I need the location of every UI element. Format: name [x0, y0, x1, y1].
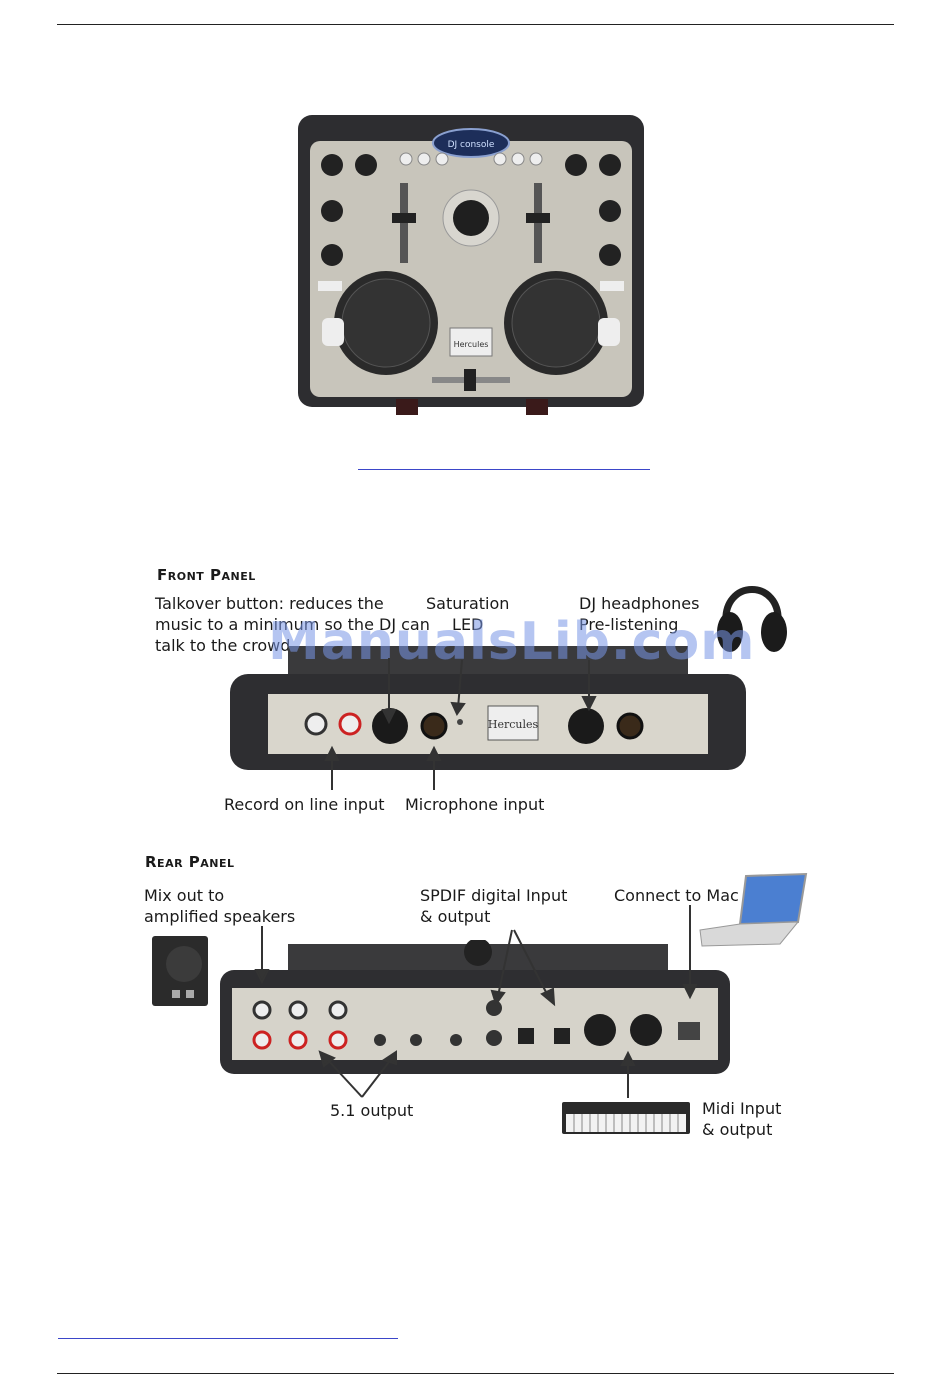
- record-callout: Record on line input: [224, 795, 385, 814]
- speaker-icon: [148, 934, 212, 1008]
- midi-keyboard-icon: [560, 1100, 692, 1136]
- headphones-icon: [716, 568, 788, 660]
- front-panel-photo: Hercules: [228, 644, 748, 774]
- svg-text:DJ console: DJ console: [448, 140, 495, 150]
- midi-callout: Midi Input & output: [702, 1098, 781, 1140]
- mac-callout: Connect to Mac: [614, 886, 739, 905]
- rear-panel-heading: Rear Panel: [145, 853, 235, 871]
- manualslib-watermark: ManualsLib.com: [268, 612, 756, 672]
- spdif-text: SPDIF digital Input & output: [420, 886, 568, 926]
- microphone-callout: Microphone input: [405, 795, 545, 814]
- bottom-rule: [57, 1373, 894, 1374]
- saturation-callout: Saturation LED: [426, 593, 509, 635]
- surround-callout: 5.1 output: [330, 1101, 414, 1120]
- front-brand-label: Hercules: [488, 718, 539, 731]
- spdif-callout: SPDIF digital Input & output: [420, 885, 567, 927]
- top-brand-label: Hercules: [454, 340, 489, 349]
- mix-out-text: Mix out to amplified speakers: [144, 886, 296, 926]
- midi-text: Midi Input & output: [702, 1099, 782, 1139]
- top-rule: [57, 24, 894, 25]
- saturation-text: Saturation LED: [426, 594, 510, 634]
- mix-out-callout: Mix out to amplified speakers: [144, 885, 295, 927]
- talkover-callout: Talkover button: reduces the music to a …: [155, 593, 430, 656]
- headphones-text: DJ headphones Pre-listening: [579, 594, 700, 634]
- headphones-callout: DJ headphones Pre-listening: [579, 593, 699, 635]
- image-link-underline[interactable]: [358, 469, 650, 470]
- rear-panel-photo: [218, 938, 732, 1080]
- dj-console-top-photo: DJ console Hercules: [296, 113, 646, 418]
- front-panel-heading: Front Panel: [157, 566, 256, 584]
- talkover-text: Talkover button: reduces the music to a …: [155, 594, 430, 655]
- footer-link-underline[interactable]: [58, 1338, 398, 1339]
- laptop-icon: [698, 872, 808, 948]
